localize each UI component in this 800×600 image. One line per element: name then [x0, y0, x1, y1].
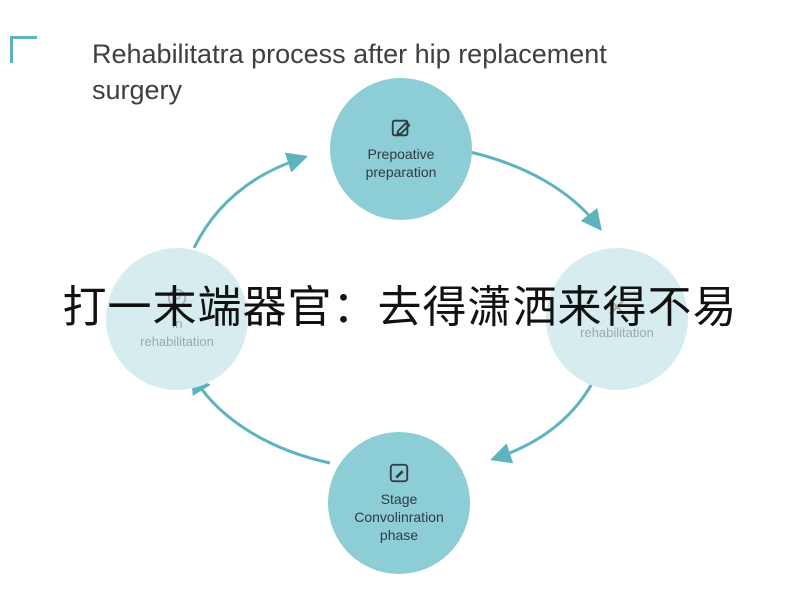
- node-label-line: rehabilitation: [140, 334, 214, 349]
- node-label-line: preparation: [365, 164, 437, 180]
- corner-bracket-decoration: [10, 36, 37, 63]
- node-stage-consolidation-phase: Stage Convolinration phase: [328, 432, 470, 574]
- node-label-line: rehabilitation: [580, 325, 654, 340]
- node-label-line: Stage: [380, 491, 418, 507]
- diagram-title: Rehabilitatra process after hip replacem…: [92, 36, 772, 108]
- node-rehabilitation-right: rehabilitation: [546, 248, 688, 390]
- node-label-line: In: [171, 316, 183, 331]
- person-circle-icon: [167, 288, 187, 308]
- arrow-left-to-top: [192, 152, 308, 249]
- arrow-top-to-right: [469, 150, 602, 231]
- node-label-line: Convolinration: [354, 509, 444, 525]
- arrow-bottom-to-left: [190, 372, 331, 465]
- edit-document-icon: [391, 119, 411, 137]
- riddle-overlay-text: 打一末端器官：去得潇洒来得不易: [62, 282, 738, 333]
- diagram-title-line-2: surgery: [92, 75, 183, 105]
- node-rehabilitation-left: In rehabilitation: [106, 248, 248, 390]
- diagram-title-line-1: Rehabilitatra process after hip replacem…: [92, 39, 607, 69]
- crossed-tools-icon: [608, 298, 626, 316]
- node-label-line: Prepoative: [367, 146, 435, 162]
- pen-note-icon: [389, 463, 409, 483]
- node-preoperative-preparation: Prepoative preparation: [330, 78, 472, 220]
- node-label-line: phase: [379, 527, 419, 543]
